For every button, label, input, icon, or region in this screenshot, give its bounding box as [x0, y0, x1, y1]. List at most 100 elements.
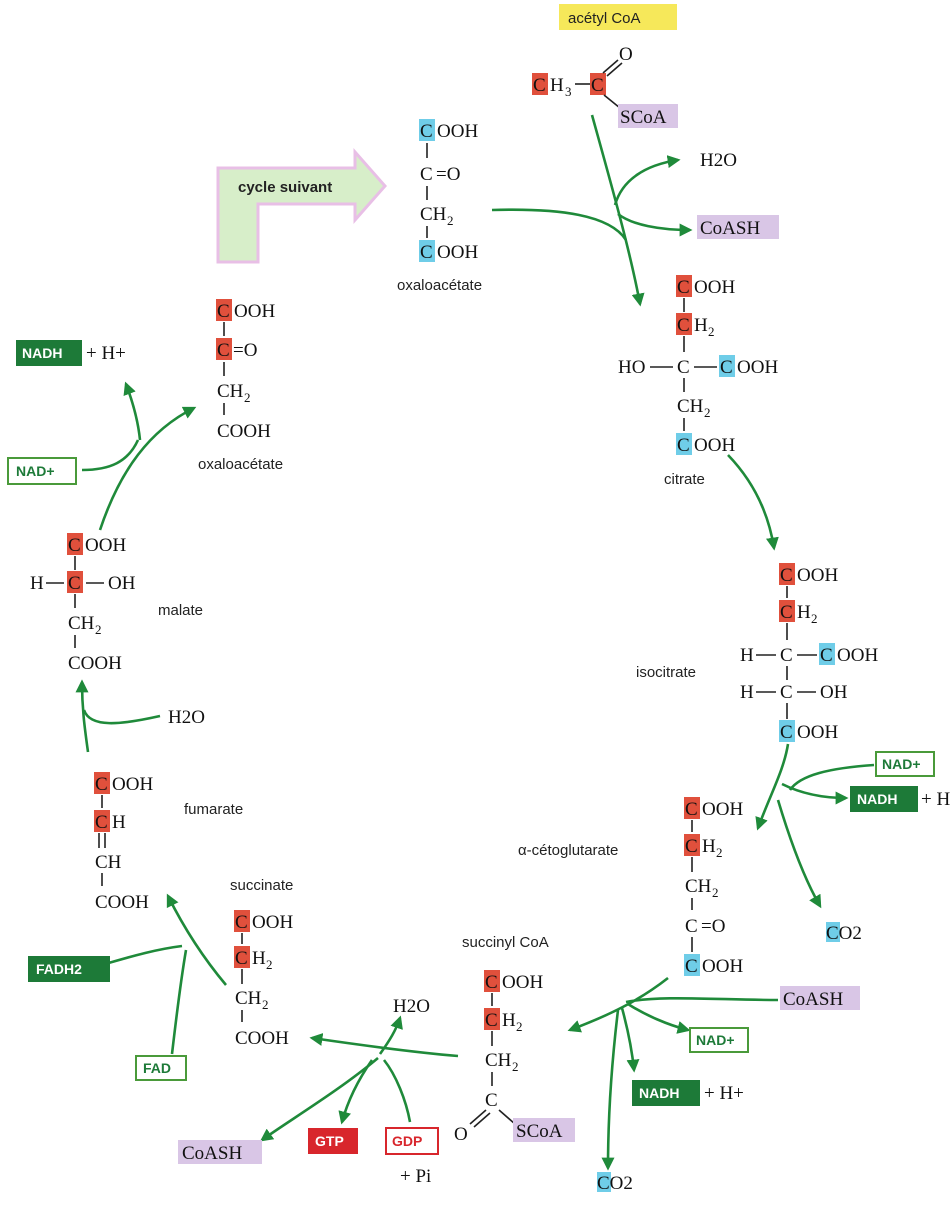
- svg-text:O: O: [454, 1124, 468, 1145]
- fumarate-molecule: C OOH C H CH COOH fumarate: [94, 772, 243, 913]
- svg-text:=O: =O: [436, 164, 460, 185]
- svg-text:C: C: [780, 682, 793, 703]
- svg-text:H: H: [797, 602, 811, 623]
- malate-molecule: C OOH H C OH CH 2 COOH malate: [30, 533, 203, 674]
- svg-text:+ H: + H: [921, 789, 950, 810]
- svg-text:OOH: OOH: [437, 121, 478, 142]
- svg-text:CoASH: CoASH: [783, 989, 843, 1010]
- svg-text:2: 2: [266, 957, 273, 972]
- svg-text:2: 2: [512, 1059, 519, 1074]
- svg-text:CH: CH: [95, 852, 122, 873]
- svg-text:H: H: [252, 948, 266, 969]
- svg-text:C: C: [780, 722, 793, 743]
- succinyl-coa-molecule: succinyl CoA C OOH C H 2 CH 2 C O SCoA: [454, 934, 575, 1145]
- svg-text:2: 2: [516, 1019, 523, 1034]
- svg-text:2: 2: [447, 213, 454, 228]
- svg-text:C: C: [685, 836, 698, 857]
- svg-text:C: C: [685, 916, 698, 937]
- svg-text:H: H: [702, 836, 716, 857]
- svg-text:OOH: OOH: [797, 722, 838, 743]
- oxaloacetate-top-molecule: C OOH C =O CH 2 C OOH oxaloacétate: [397, 119, 482, 294]
- svg-text:OOH: OOH: [702, 956, 743, 977]
- oxaloacetate-left-molecule: C OOH C =O CH 2 COOH oxaloacétate: [198, 299, 283, 473]
- succinate-label: succinate: [230, 877, 293, 894]
- nadh-malate-box: NADH + H+: [16, 340, 126, 366]
- citrate-label: citrate: [664, 471, 705, 488]
- svg-text:C: C: [780, 645, 793, 666]
- svg-text:OOH: OOH: [694, 435, 735, 456]
- svg-text:C: C: [677, 435, 690, 456]
- cycle-suivant-label: cycle suivant: [238, 179, 332, 196]
- svg-text:CH: CH: [68, 613, 95, 634]
- svg-text:+ Pi: + Pi: [400, 1166, 431, 1187]
- succinate-molecule: succinate C OOH C H 2 CH 2 COOH: [230, 877, 293, 1049]
- svg-text:3: 3: [565, 84, 572, 99]
- succinyl-coa-label: succinyl CoA: [462, 934, 549, 951]
- svg-text:OOH: OOH: [437, 242, 478, 263]
- svg-text:C: C: [591, 75, 604, 96]
- svg-text:CO2: CO2: [826, 923, 862, 944]
- svg-text:SCoA: SCoA: [516, 1121, 563, 1142]
- svg-text:OH: OH: [108, 573, 136, 594]
- nadh-isocitrate-box: NADH + H: [850, 786, 950, 812]
- svg-text:C: C: [95, 812, 108, 833]
- svg-text:C: C: [677, 357, 690, 378]
- gtp-box: GTP: [308, 1128, 358, 1154]
- co2-isocitrate: CO2: [826, 922, 862, 944]
- h2o-top-label: H2O: [700, 150, 737, 171]
- svg-text:H2O: H2O: [168, 707, 205, 728]
- svg-text:FADH2: FADH2: [36, 961, 82, 977]
- svg-text:OOH: OOH: [252, 912, 293, 933]
- svg-text:2: 2: [704, 405, 711, 420]
- svg-text:OH: OH: [820, 682, 848, 703]
- svg-text:NADH: NADH: [639, 1085, 679, 1101]
- svg-text:C: C: [485, 1090, 498, 1111]
- acetyl-coa-label: acétyl CoA: [568, 10, 641, 27]
- svg-text:C: C: [720, 357, 733, 378]
- svg-text:C: C: [677, 277, 690, 298]
- svg-text:COOH: COOH: [235, 1028, 289, 1049]
- svg-text:C: C: [235, 948, 248, 969]
- svg-text:OOH: OOH: [797, 565, 838, 586]
- svg-text:GDP: GDP: [392, 1133, 422, 1149]
- gdp-box: GDP + Pi: [385, 1127, 439, 1187]
- svg-text:C: C: [780, 565, 793, 586]
- isocitrate-molecule: C OOH C H 2 H C C OOH H C OH C OOH isoci…: [636, 563, 878, 743]
- svg-text:=O: =O: [233, 340, 257, 361]
- svg-text:H: H: [30, 573, 44, 594]
- co2-akg: CO2: [597, 1172, 633, 1194]
- svg-text:OOH: OOH: [234, 301, 275, 322]
- svg-text:+ H+: + H+: [86, 343, 126, 364]
- alpha-ketoglutarate-molecule: C OOH C H 2 CH 2 C =O C OOH α-cétoglutar…: [518, 797, 743, 977]
- svg-text:C: C: [485, 1010, 498, 1031]
- h2o-succinyl: H2O: [393, 996, 430, 1017]
- coash-akg: CoASH: [780, 986, 860, 1010]
- svg-text:NADH: NADH: [857, 791, 897, 807]
- svg-text:2: 2: [244, 390, 251, 405]
- svg-text:COOH: COOH: [68, 653, 122, 674]
- svg-text:NADH: NADH: [22, 345, 62, 361]
- svg-text:C: C: [68, 573, 81, 594]
- isocitrate-label: isocitrate: [636, 664, 696, 681]
- coash-top: CoASH: [697, 215, 779, 239]
- malate-label: malate: [158, 602, 203, 619]
- svg-text:CH: CH: [677, 396, 704, 417]
- acetyl-coa-molecule: acétyl CoA C H 3 C O SCoA: [532, 4, 678, 128]
- svg-text:COOH: COOH: [217, 421, 271, 442]
- svg-text:C: C: [685, 956, 698, 977]
- coash-top-label: CoASH: [700, 218, 760, 239]
- svg-text:C: C: [533, 75, 546, 96]
- svg-text:OOH: OOH: [694, 277, 735, 298]
- svg-text:C: C: [420, 121, 433, 142]
- svg-text:SCoA: SCoA: [620, 107, 667, 128]
- fad-box: FAD: [135, 1055, 187, 1081]
- svg-text:C: C: [217, 340, 230, 361]
- svg-text:NAD+: NAD+: [16, 463, 55, 479]
- svg-text:2: 2: [712, 885, 719, 900]
- svg-text:+ H+: + H+: [704, 1083, 744, 1104]
- svg-text:C: C: [420, 242, 433, 263]
- svg-text:NAD+: NAD+: [882, 756, 921, 772]
- h2o-top: H2O: [700, 150, 737, 171]
- svg-text:HO: HO: [618, 357, 645, 378]
